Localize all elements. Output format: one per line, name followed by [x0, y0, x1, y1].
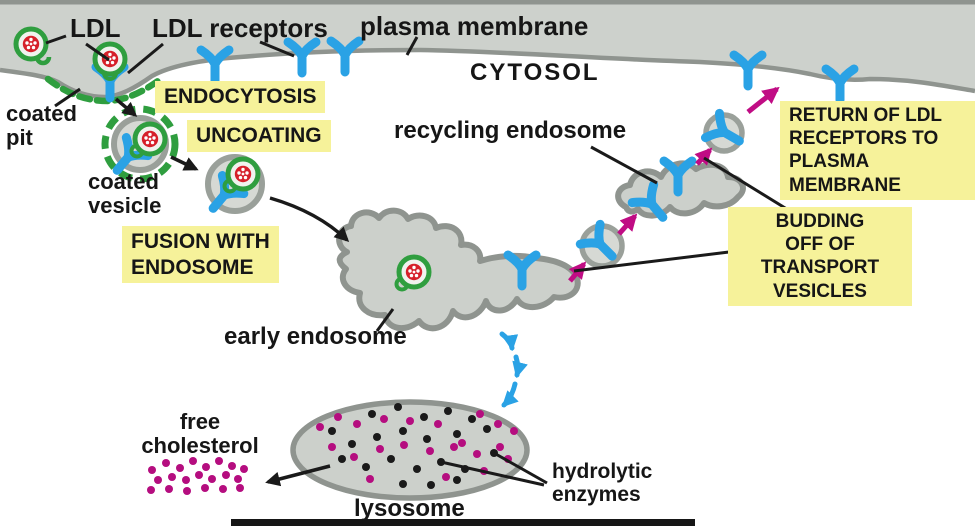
label-free-cholesterol: free cholesterol: [141, 409, 259, 459]
label-cytosol: CYTOSOL: [470, 59, 600, 86]
label-coated-vesicle: coated vesicle: [88, 169, 162, 219]
arrow-fusion: [269, 196, 350, 243]
ldl-particle: [95, 44, 125, 74]
lysosome: [290, 399, 530, 501]
coated-pit: [44, 44, 166, 105]
bottom-edge-bar: [231, 519, 695, 526]
recycling-endosome: [615, 161, 746, 226]
arrow-endocytosis: [114, 97, 138, 117]
label-early-endosome: early endosome: [224, 323, 407, 350]
coated-vesicle: [101, 105, 179, 179]
step-budding-off: BUDDING OFF OF TRANSPORT VESICLES: [728, 207, 912, 306]
ldl-particle: [399, 257, 429, 287]
label-plasma-membrane: plasma membrane: [360, 11, 589, 41]
label-ldl-receptors: LDL receptors: [152, 13, 328, 43]
to-lysosome-arrows: [499, 331, 528, 408]
step-endocytosis: ENDOCYTOSIS: [155, 81, 326, 113]
free-ldl-particle: [16, 29, 52, 66]
ldl-particle: [135, 124, 165, 154]
recycling-arrows: [568, 86, 780, 283]
top-edge-line: [0, 0, 975, 5]
transport-vesicle-2: [705, 113, 746, 153]
label-coated-pit: coated pit: [6, 101, 77, 151]
arrow-free-cholesterol: [265, 464, 331, 487]
step-uncoating: UNCOATING: [187, 120, 331, 152]
label-hydrolytic-enzymes: hydrolytic enzymes: [552, 460, 653, 507]
uncoated-vesicle: [202, 154, 265, 217]
label-ldl: LDL: [70, 13, 121, 43]
process-arrows: [114, 97, 350, 487]
early-endosome: [336, 207, 581, 332]
arrow-uncoating: [170, 155, 199, 171]
transport-vesicle-1: [580, 224, 622, 266]
free-cholesterol-dots: [147, 457, 248, 495]
ldl-particle: [228, 159, 258, 189]
label-recycling-endosome: recycling endosome: [394, 117, 627, 144]
label-lysosome: lysosome: [354, 495, 465, 522]
pointer-lines: [45, 34, 791, 487]
step-fusion-with-endosome: FUSION WITH ENDOSOME: [122, 226, 279, 284]
step-return-of-ldl-receptors: RETURN OF LDL RECEPTORS TO PLASMA MEMBRA…: [780, 101, 975, 200]
